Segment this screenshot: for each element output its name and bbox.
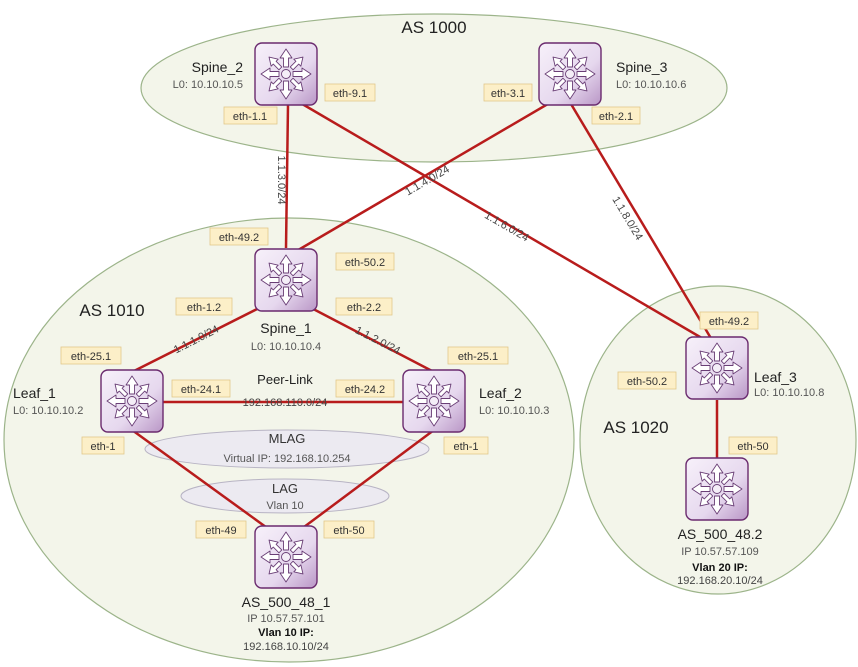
lag-vlan: Vlan 10 <box>266 500 303 512</box>
device-vlan-ip: 192.168.20.10/24 <box>677 575 763 587</box>
svg-text:eth-25.1: eth-25.1 <box>71 351 111 363</box>
device-ip: L0: 10.10.10.3 <box>479 405 549 417</box>
port-spine1-eth-2.2: eth-2.2 <box>335 297 393 316</box>
device-leaf2[interactable]: Leaf_2 L0: 10.10.10.3 <box>399 366 549 436</box>
svg-text:eth-9.1: eth-9.1 <box>333 88 367 100</box>
svg-text:eth-2.1: eth-2.1 <box>599 111 633 123</box>
svg-text:eth-49: eth-49 <box>205 525 236 537</box>
peer-link-subnet: 192.168.110.0/24 <box>243 397 328 409</box>
device-spine2[interactable]: Spine_2 L0: 10.10.10.5 <box>173 39 321 109</box>
device-ip: IP 10.57.57.109 <box>681 546 758 558</box>
subnet-label-spine2-leaf3: 1.1.6.0/24 <box>482 210 530 245</box>
peer-link-label: Peer-Link 192.168.110.0/24 <box>243 372 328 409</box>
zone-label-as1020: AS 1020 <box>603 418 668 437</box>
port-leaf1-eth-25.1: eth-25.1 <box>60 346 122 365</box>
port-leaf3-eth-50.2: eth-50.2 <box>617 371 677 390</box>
svg-text:eth-25.1: eth-25.1 <box>458 351 498 363</box>
svg-text:eth-1: eth-1 <box>453 441 478 453</box>
link-spine3-spine1 <box>287 89 571 258</box>
device-leaf3[interactable]: Leaf_3 L0: 10.10.10.8 <box>682 333 824 403</box>
switch-icon <box>682 454 752 524</box>
device-spine3[interactable]: Spine_3 L0: 10.10.10.6 <box>535 39 686 109</box>
svg-text:eth-24.2: eth-24.2 <box>345 384 385 396</box>
link-spine2-spine1 <box>284 104 290 249</box>
port-spine1-eth-1.2: eth-1.2 <box>175 297 233 316</box>
mlag-virtual-ip: Virtual IP: 192.168.10.254 <box>223 453 350 465</box>
svg-text:eth-50.2: eth-50.2 <box>345 257 385 269</box>
zone-label-as1000: AS 1000 <box>401 18 466 37</box>
svg-text:eth-50: eth-50 <box>333 525 364 537</box>
lag-title: LAG <box>272 481 298 496</box>
zone-label-as1010: AS 1010 <box>79 301 144 320</box>
device-as500_2[interactable]: AS_500_48.2 IP 10.57.57.109 Vlan 20 IP: … <box>677 454 763 587</box>
device-name: Leaf_3 <box>754 369 797 385</box>
device-name: Spine_2 <box>192 59 244 75</box>
svg-text:eth-1.1: eth-1.1 <box>233 111 267 123</box>
port-as500_1-eth-49: eth-49 <box>195 520 247 539</box>
device-name: AS_500_48_1 <box>242 594 331 610</box>
switch-icon <box>251 522 321 592</box>
device-name: AS_500_48.2 <box>678 526 763 542</box>
lag-pill: LAG Vlan 10 <box>180 478 390 514</box>
port-leaf2-eth-24.2: eth-24.2 <box>335 379 395 398</box>
port-leaf1-eth-1: eth-1 <box>81 436 125 455</box>
device-as500_1[interactable]: AS_500_48_1 IP 10.57.57.101 Vlan 10 IP: … <box>242 522 331 653</box>
link-leaf1-as500_1 <box>131 428 271 532</box>
svg-text:eth-24.1: eth-24.1 <box>181 384 221 396</box>
device-vlan-title: Vlan 10 IP: <box>258 627 314 639</box>
svg-text:eth-49.2: eth-49.2 <box>219 232 259 244</box>
device-ip: L0: 10.10.10.6 <box>616 79 686 91</box>
device-spine1[interactable]: Spine_1 L0: 10.10.10.4 <box>251 245 321 353</box>
port-leaf3-eth-49.2: eth-49.2 <box>699 311 759 330</box>
switch-icon <box>399 366 469 436</box>
peer-link-title: Peer-Link <box>257 372 313 387</box>
device-vlan-title: Vlan 20 IP: <box>692 562 748 574</box>
link-leaf2-as500_1 <box>299 428 435 532</box>
port-spine3-eth-3.1: eth-3.1 <box>483 83 533 102</box>
device-name: Leaf_1 <box>13 385 56 401</box>
port-spine3-eth-2.1: eth-2.1 <box>591 106 641 125</box>
port-spine1-eth-49.2: eth-49.2 <box>209 227 269 246</box>
link-spine3-leaf3 <box>569 103 714 341</box>
mlag-pill: MLAG Virtual IP: 192.168.10.254 <box>144 429 430 469</box>
device-ip: L0: 10.10.10.2 <box>13 405 83 417</box>
device-name: Leaf_2 <box>479 385 522 401</box>
device-name: Spine_3 <box>616 59 668 75</box>
port-leaf2-eth-1: eth-1 <box>443 436 489 455</box>
device-ip: L0: 10.10.10.4 <box>251 341 321 353</box>
port-spine1-eth-50.2: eth-50.2 <box>335 252 395 271</box>
svg-text:eth-1: eth-1 <box>90 441 115 453</box>
device-ip: IP 10.57.57.101 <box>247 613 324 625</box>
svg-text:eth-50: eth-50 <box>737 441 768 453</box>
svg-text:eth-1.2: eth-1.2 <box>187 302 221 314</box>
port-spine2-eth-9.1: eth-9.1 <box>324 83 376 102</box>
svg-text:eth-50.2: eth-50.2 <box>627 376 667 388</box>
link-spine2-leaf3 <box>291 96 713 346</box>
switch-icon <box>535 39 605 109</box>
link-spine1-leaf1 <box>131 298 276 374</box>
svg-text:eth-2.2: eth-2.2 <box>347 302 381 314</box>
mlag-title: MLAG <box>269 431 306 446</box>
port-leaf2-eth-25.1: eth-25.1 <box>447 346 509 365</box>
switch-icon <box>97 366 167 436</box>
svg-text:eth-3.1: eth-3.1 <box>491 88 525 100</box>
svg-text:eth-49.2: eth-49.2 <box>709 316 749 328</box>
device-name: Spine_1 <box>260 320 312 336</box>
port-spine2-eth-1.1: eth-1.1 <box>223 106 278 125</box>
links <box>131 89 719 532</box>
port-as500_2-eth-50: eth-50 <box>728 436 778 455</box>
switch-icon <box>251 245 321 315</box>
port-leaf1-eth-24.1: eth-24.1 <box>171 379 231 398</box>
device-ip: L0: 10.10.10.5 <box>173 79 243 91</box>
port-as500_1-eth-50: eth-50 <box>323 520 375 539</box>
device-ip: L0: 10.10.10.8 <box>754 387 824 399</box>
device-leaf1[interactable]: Leaf_1 L0: 10.10.10.2 <box>13 366 167 436</box>
device-vlan-ip: 192.168.10.10/24 <box>243 641 329 653</box>
subnet-label-spine2-spine1: 1.1.3.0/24 <box>275 156 287 205</box>
switch-icon <box>251 39 321 109</box>
switch-icon <box>682 333 752 403</box>
link-spine1-leaf2 <box>295 298 435 374</box>
port-labels: eth-1.1 eth-9.1 eth-3.1 eth-2.1 eth-49.2… <box>60 83 778 539</box>
